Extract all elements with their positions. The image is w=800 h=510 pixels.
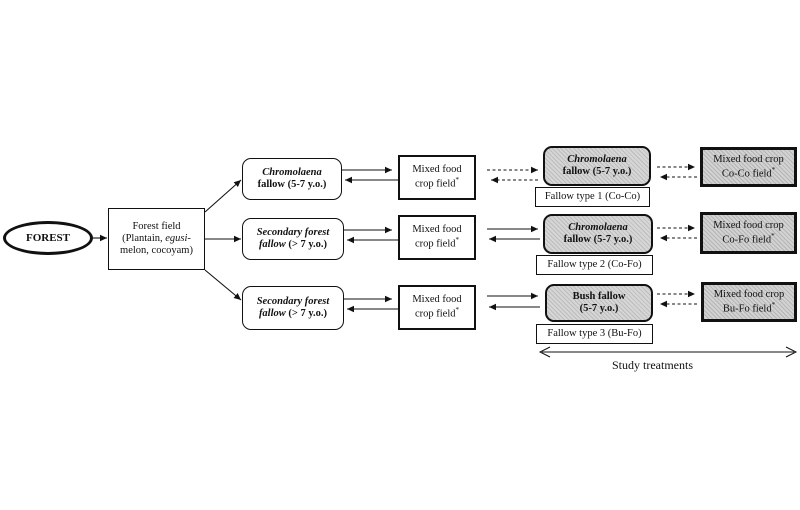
forest-field-line3: melon, cocoyam) bbox=[120, 245, 193, 257]
study-crop-node-3: Mixed food crop Bu-Fo field* bbox=[701, 282, 797, 322]
mixed-3-line2: crop field bbox=[414, 308, 456, 320]
fallow-2-subtitle: (> 7 y.o.) bbox=[285, 239, 328, 250]
fallow-2-title: Secondary forest bbox=[256, 226, 330, 238]
study-fallow-2-label: Fallow type 2 (Co-Fo) bbox=[547, 258, 642, 270]
mixed-2-line2: crop field bbox=[414, 238, 456, 250]
forest-field-line2b: egusi- bbox=[165, 232, 191, 244]
mixed-1-line2: crop field bbox=[414, 178, 456, 190]
study-fallow-3-subtitle: (5-7 y.o.) bbox=[579, 303, 619, 314]
study-crop-2-line1: Mixed food crop bbox=[713, 219, 784, 231]
study-fallow-2-subtitle: fallow (5-7 y.o.) bbox=[563, 234, 633, 245]
study-fallow-1-subtitle: fallow (5-7 y.o.) bbox=[562, 166, 632, 177]
mixed-3-line1: Mixed food bbox=[412, 294, 462, 306]
forest-field-line2a: (Plantain, bbox=[122, 232, 166, 244]
mixed-2-mark: * bbox=[455, 236, 460, 245]
study-crop-3-line2: Bu-Fo field bbox=[722, 303, 772, 315]
study-crop-1-line1: Mixed food crop bbox=[713, 153, 784, 165]
forest-field-node: Forest field (Plantain, egusi- melon, co… bbox=[108, 208, 205, 270]
forest-node: FOREST bbox=[3, 221, 93, 255]
study-crop-node-2: Mixed food crop Co-Fo field* bbox=[700, 212, 797, 254]
mixed-2-line1: Mixed food bbox=[412, 224, 462, 236]
fallow-2-subtitle-it: fallow bbox=[258, 239, 286, 250]
fallow-3-title: Secondary forest bbox=[256, 295, 330, 307]
study-treatments-label: Study treatments bbox=[612, 358, 693, 372]
study-fallow-3-label-box: Fallow type 3 (Bu-Fo) bbox=[536, 324, 653, 344]
fallow-3-subtitle: (> 7 y.o.) bbox=[285, 308, 328, 319]
forest-label: FOREST bbox=[25, 232, 70, 244]
mixed-crop-node-2: Mixed food crop field* bbox=[398, 215, 476, 260]
study-treatments-span bbox=[538, 346, 798, 358]
study-fallow-3-label: Fallow type 3 (Bu-Fo) bbox=[547, 327, 642, 339]
study-fallow-node-1: Chromolaena fallow (5-7 y.o.) bbox=[543, 146, 651, 186]
study-fallow-3-title: Bush fallow bbox=[572, 290, 626, 302]
arrow-field-to-fallow-3 bbox=[204, 269, 242, 301]
forest-field-line1: Forest field bbox=[132, 220, 181, 232]
study-fallow-node-3: Bush fallow (5-7 y.o.) bbox=[545, 284, 653, 322]
fallow-1-title: Chromolaena bbox=[262, 166, 322, 178]
study-fallow-2-label-box: Fallow type 2 (Co-Fo) bbox=[536, 255, 653, 275]
study-fallow-1-title: Chromolaena bbox=[567, 153, 627, 165]
study-crop-1-mark: * bbox=[771, 165, 776, 174]
fallow-node-1: Chromolaena fallow (5-7 y.o.) bbox=[242, 158, 342, 200]
fallow-3-subtitle-it: fallow bbox=[258, 308, 286, 319]
study-crop-node-1: Mixed food crop Co-Co field* bbox=[700, 147, 797, 187]
study-fallow-node-2: Chromolaena fallow (5-7 y.o.) bbox=[543, 214, 653, 254]
mixed-crop-node-3: Mixed food crop field* bbox=[398, 285, 476, 330]
study-crop-3-mark: * bbox=[771, 300, 776, 309]
study-crop-2-line2: Co-Fo field bbox=[722, 234, 772, 246]
study-crop-2-mark: * bbox=[771, 231, 775, 240]
study-fallow-2-title: Chromolaena bbox=[568, 221, 628, 233]
arrow-field-to-fallow-1 bbox=[204, 179, 242, 213]
study-fallow-1-label-box: Fallow type 1 (Co-Co) bbox=[535, 187, 650, 207]
fallow-node-3: Secondary forest fallow (> 7 y.o.) bbox=[242, 286, 344, 330]
study-crop-1-line2: Co-Co field bbox=[721, 168, 772, 180]
study-crop-3-line1: Mixed food crop bbox=[713, 288, 785, 300]
mixed-3-mark: * bbox=[455, 306, 460, 315]
fallow-1-subtitle: fallow (5-7 y.o.) bbox=[257, 179, 327, 190]
study-fallow-1-label: Fallow type 1 (Co-Co) bbox=[544, 190, 641, 202]
mixed-crop-node-1: Mixed food crop field* bbox=[398, 155, 476, 200]
mixed-1-line1: Mixed food bbox=[412, 164, 462, 176]
mixed-1-mark: * bbox=[455, 176, 460, 185]
fallow-node-2: Secondary forest fallow (> 7 y.o.) bbox=[242, 218, 344, 260]
